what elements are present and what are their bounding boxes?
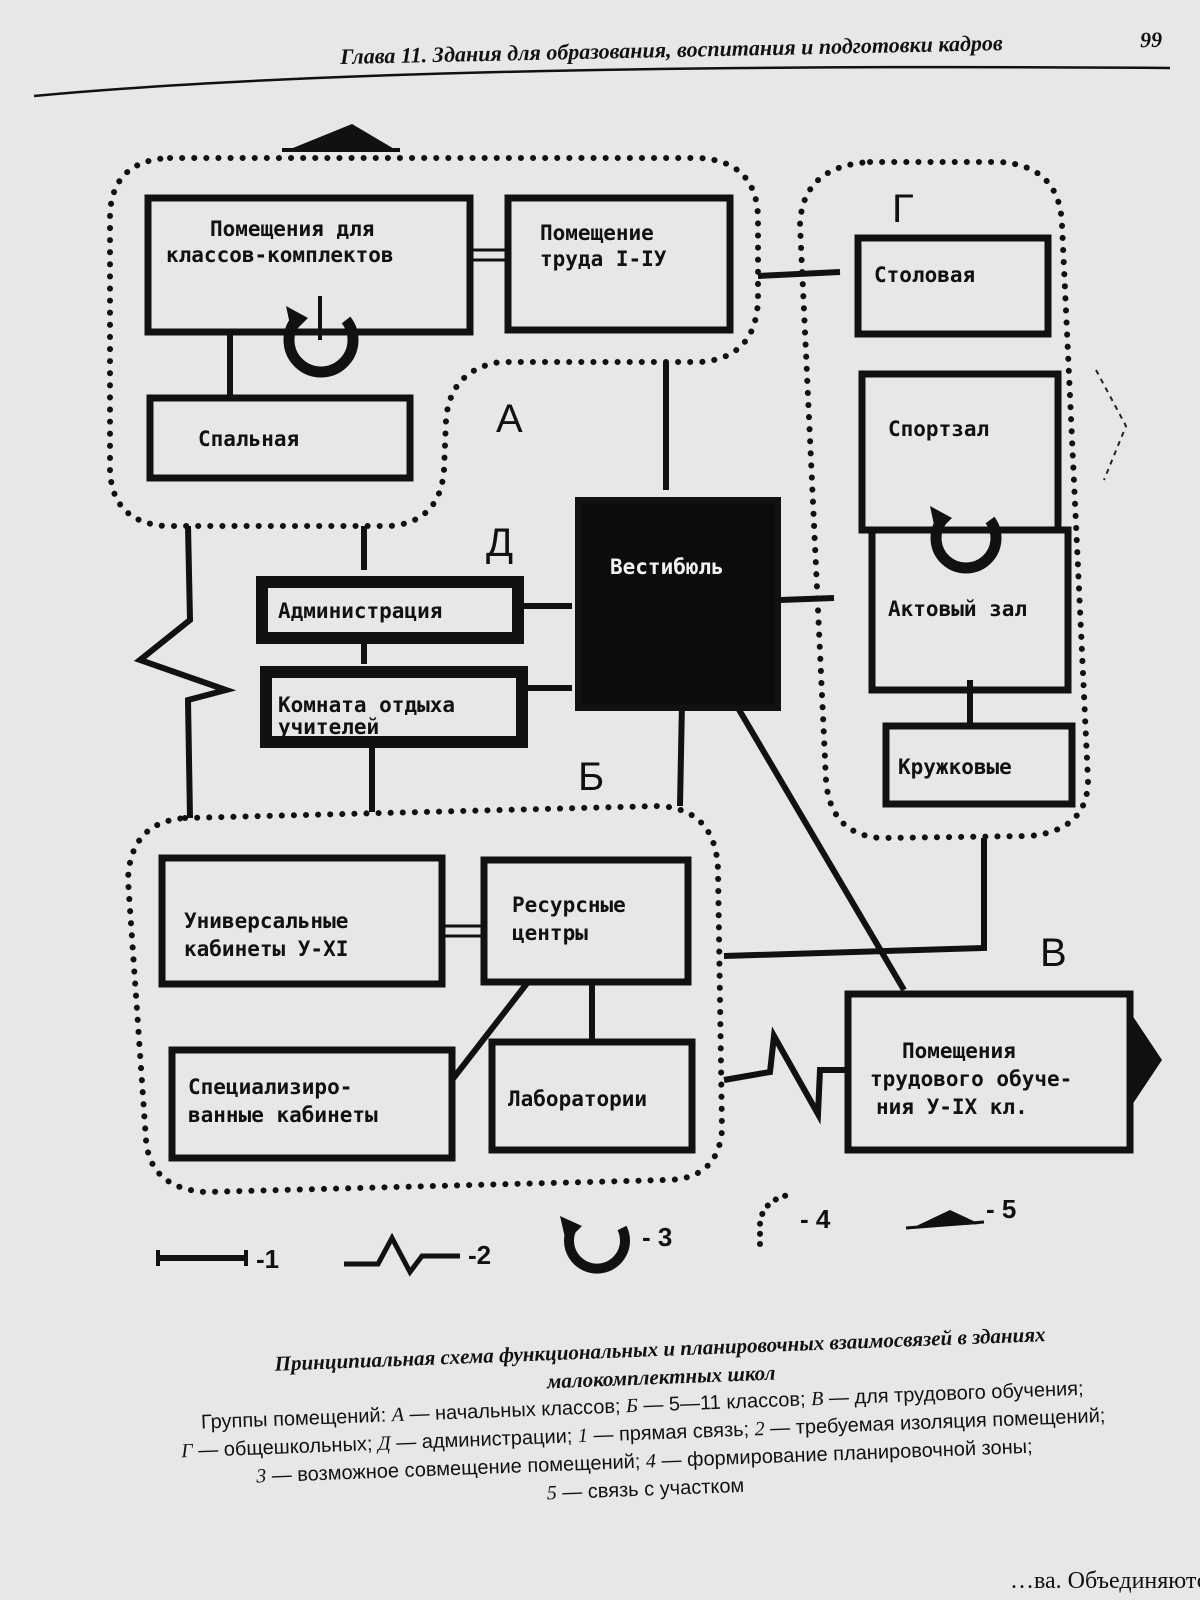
zone-letter-a: А (496, 397, 523, 441)
box-canteen (854, 234, 1052, 338)
label-workshop-1: Помещения (902, 1039, 1016, 1063)
caption-key: Б (625, 1394, 639, 1418)
link-resource-specialized (449, 980, 531, 1082)
next-page-text: …ва. Объединяются (1010, 1568, 1200, 1594)
label-teachers-1: Комната отдыха (278, 693, 455, 717)
legend-label-5: - 5 (986, 1194, 1016, 1224)
legend: -1 -2 - 3 - 4 - 5 (156, 1191, 1016, 1277)
caption-key: Г (180, 1439, 194, 1463)
box-resource (480, 856, 692, 986)
zone-letter-g: Г (892, 187, 914, 231)
combination-symbols (283, 316, 1002, 574)
caption-text: Группы помещений: (200, 1404, 393, 1434)
label-admin: Администрация (278, 599, 442, 623)
zone-g-outline (796, 159, 1092, 842)
box-vestibule (575, 497, 781, 711)
box-universal (158, 854, 446, 988)
label-specialized-2: ванные кабинеты (188, 1103, 378, 1127)
caption-text: — для трудового обучения; (822, 1377, 1084, 1410)
isolation-a-b (133, 525, 237, 819)
caption-text: — администрации; (390, 1425, 579, 1455)
box-specialized (168, 1046, 456, 1162)
site-link-gym-icon (1095, 369, 1128, 481)
caption-key: В (810, 1387, 824, 1411)
label-labor-2: труда I-IУ (540, 247, 667, 271)
label-gym: Спортзал (888, 417, 989, 441)
box-labor (504, 194, 734, 334)
label-clubs: Кружковые (898, 755, 1012, 779)
link-b-g (723, 838, 987, 959)
label-specialized-1: Специализиро- (188, 1075, 352, 1099)
legend-item-3: - 3 (560, 1216, 672, 1274)
legend-label-4: - 4 (800, 1204, 831, 1234)
caption-text: — начальных классов; (403, 1395, 627, 1426)
zone-letter-v: В (1040, 931, 1067, 975)
legend-label-3: - 3 (642, 1222, 672, 1252)
adjacency-lines (442, 248, 506, 938)
label-bedroom: Спальная (198, 427, 299, 451)
legend-item-1: -1 (156, 1244, 279, 1274)
legend-item-2: -2 (344, 1232, 491, 1277)
caption-text: — прямая связь; (587, 1418, 756, 1447)
isolation-b-workshop (723, 1026, 850, 1125)
link-a-canteen (757, 269, 841, 279)
header-rule (33, 65, 1171, 98)
caption-text: — требуемая изоляция помещений; (764, 1404, 1106, 1440)
legend-item-5: - 5 (905, 1194, 1016, 1230)
label-canteen: Столовая (874, 263, 975, 287)
combine-icon-classes (283, 316, 359, 378)
label-vestibule: Вестибюль (610, 555, 724, 579)
box-bedroom (146, 394, 414, 482)
zone-b-outline (124, 802, 726, 1196)
box-clubs (882, 722, 1076, 808)
label-universal-1: Универсальные (184, 909, 348, 933)
site-link-top-icon (288, 124, 396, 150)
box-teachers (260, 666, 528, 748)
combine-icon-gym-assembly (930, 516, 1002, 574)
isolation-links (133, 525, 850, 1125)
box-gym (858, 370, 1062, 534)
label-labor-1: Помещение (540, 221, 654, 245)
box-classes (144, 194, 474, 336)
label-resource-2: центры (512, 921, 588, 945)
label-classes-1: Помещения для (210, 217, 374, 241)
caption-text: — связь с участком (556, 1474, 745, 1505)
box-labs (488, 1038, 696, 1154)
link-vestibule-workshop (735, 706, 907, 992)
label-resource-1: Ресурсные (512, 893, 626, 917)
label-labs: Лаборатории (508, 1087, 647, 1111)
caption-key: Д (377, 1432, 392, 1455)
site-link-workshop-icon (1130, 1012, 1162, 1108)
zone-letter-b: Б (578, 755, 604, 799)
site-links (282, 124, 1162, 1108)
zone-outlines (107, 155, 1092, 1196)
connections (227, 269, 987, 1082)
legend-label-1: -1 (256, 1244, 279, 1274)
box-assembly (868, 526, 1072, 694)
label-classes-2: классов-комплектов (166, 243, 394, 267)
zone-a-outline (107, 155, 761, 529)
room-boxes (144, 194, 1134, 1162)
box-admin (256, 576, 524, 644)
label-workshop-2: трудового обуче- (870, 1067, 1072, 1091)
label-workshop-3: ния У-IX кл. (876, 1095, 1028, 1119)
label-universal-2: кабинеты У-XI (184, 937, 348, 961)
caption-text: — общешкольных; (192, 1432, 379, 1462)
legend-item-4: - 4 (757, 1191, 831, 1247)
combination-arrowheads (286, 306, 952, 534)
link-vestibule-b (677, 701, 685, 807)
label-teachers-2: учителей (278, 715, 379, 739)
caption-text: — 5—11 классов; (637, 1388, 812, 1417)
zone-letter-d: Д (486, 521, 513, 565)
link-vestibule-g (779, 595, 835, 603)
label-assembly: Актовый зал (888, 597, 1027, 621)
legend-label-2: -2 (468, 1240, 491, 1270)
